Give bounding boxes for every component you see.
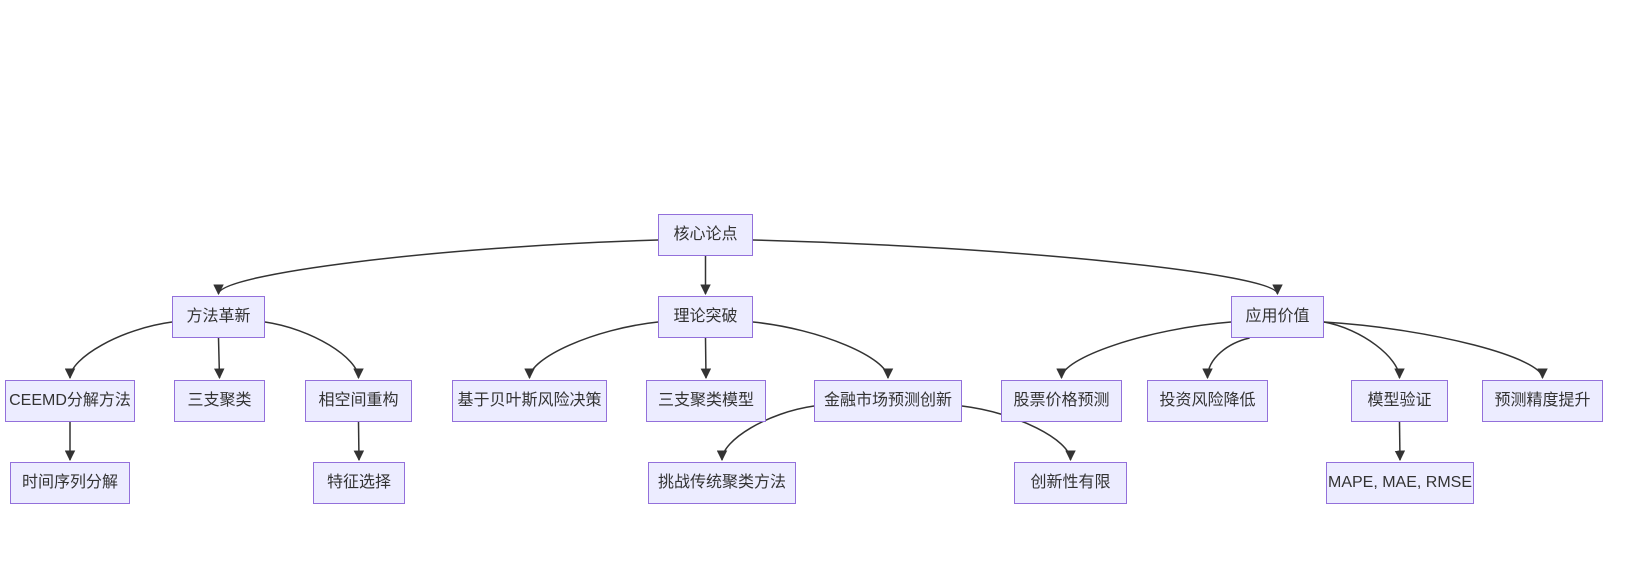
flowchart-node-core: 核心论点 (658, 214, 753, 256)
node-label: MAPE, MAE, RMSE (1327, 474, 1473, 491)
flowchart-node-phase: 相空间重构 (305, 380, 412, 422)
node-label: 应用价值 (1245, 308, 1310, 325)
edge-phase-to-feature (353, 421, 365, 462)
node-label: 特征选择 (326, 474, 391, 491)
flowchart-node-metrics: MAPE, MAE, RMSE (1326, 462, 1474, 504)
node-label: 股票价格预测 (1013, 392, 1110, 409)
node-label: CEEMD分解方法 (9, 392, 131, 409)
flowchart-node-finance: 金融市场预测创新 (814, 380, 962, 422)
edge-finance-to-limited (961, 405, 1076, 462)
edge-method-to-ceemd (64, 321, 173, 380)
node-label: 金融市场预测创新 (823, 392, 952, 409)
flowchart-node-timeseries: 时间序列分解 (10, 462, 130, 504)
node-label: 方法革新 (186, 308, 251, 325)
edge-core-to-value (752, 239, 1283, 296)
edge-validation-to-metrics (1394, 421, 1406, 462)
edge-value-to-risk (1202, 337, 1250, 380)
node-label: 模型验证 (1367, 392, 1432, 409)
node-label: 理论突破 (673, 308, 738, 325)
flowchart-node-value: 应用价值 (1231, 296, 1324, 338)
node-label: 创新性有限 (1030, 474, 1111, 491)
flowchart-node-twcmodel: 三支聚类模型 (646, 380, 766, 422)
node-label: 三支聚类 (187, 392, 252, 409)
node-label: 核心论点 (673, 226, 738, 243)
flowchart-node-limited: 创新性有限 (1014, 462, 1127, 504)
edge-finance-to-challenge (716, 405, 815, 462)
flowchart-node-accuracy: 预测精度提升 (1482, 380, 1603, 422)
node-label: 预测精度提升 (1494, 392, 1591, 409)
edge-value-to-validation (1323, 321, 1405, 380)
flowchart-node-stock: 股票价格预测 (1001, 380, 1122, 422)
edge-theory-to-finance (752, 321, 894, 380)
flowchart-node-method: 方法革新 (172, 296, 265, 338)
flowchart-node-challenge: 挑战传统聚类方法 (648, 462, 796, 504)
node-label: 三支聚类模型 (657, 392, 754, 409)
node-label: 相空间重构 (318, 392, 399, 409)
flowchart-node-bayes: 基于贝叶斯风险决策 (452, 380, 607, 422)
edge-value-to-accuracy (1323, 321, 1548, 380)
edge-core-to-method (213, 239, 659, 296)
edge-method-to-phase (264, 321, 364, 380)
edge-theory-to-bayes (524, 321, 659, 380)
node-label: 挑战传统聚类方法 (657, 474, 786, 491)
node-label: 时间序列分解 (21, 474, 118, 491)
flowchart-node-feature: 特征选择 (313, 462, 405, 504)
edge-value-to-stock (1056, 321, 1232, 380)
flowchart-node-ceemd: CEEMD分解方法 (5, 380, 135, 422)
flowchart-node-theory: 理论突破 (658, 296, 753, 338)
node-label: 投资风险降低 (1159, 392, 1256, 409)
node-label: 基于贝叶斯风险决策 (457, 392, 602, 409)
edge-theory-to-twcmodel (700, 337, 712, 380)
flowchart-node-risk: 投资风险降低 (1147, 380, 1268, 422)
flowchart-node-validation: 模型验证 (1351, 380, 1448, 422)
edge-method-to-threeway (214, 337, 225, 380)
flowchart-node-threeway: 三支聚类 (174, 380, 265, 422)
